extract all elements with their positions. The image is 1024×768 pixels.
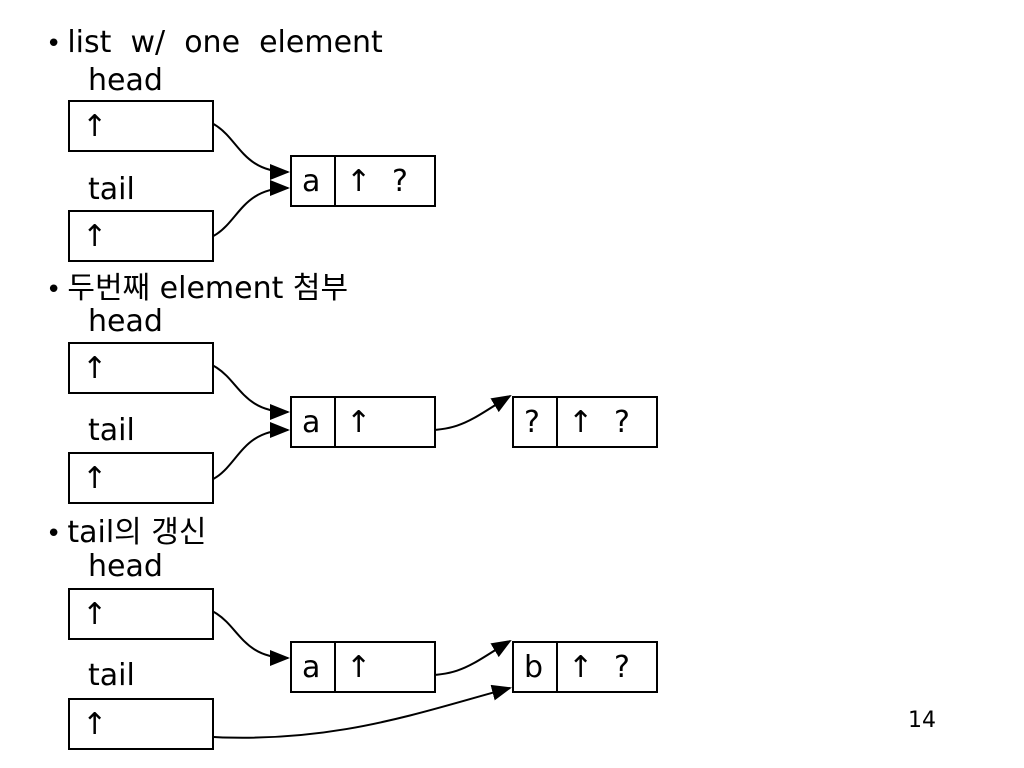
node-next: ? [392, 163, 408, 199]
node-data: ? [524, 404, 540, 440]
tail-pointer-box: ↑ [68, 452, 214, 504]
node-divider [334, 643, 336, 691]
up-arrow-icon: ↑ [82, 109, 108, 144]
head-label: head [88, 63, 163, 98]
up-arrow-icon: ↑ [568, 649, 594, 685]
up-arrow-icon: ↑ [346, 649, 372, 685]
up-arrow-icon: ↑ [346, 404, 372, 440]
node-divider [556, 398, 558, 446]
node-divider [334, 157, 336, 205]
node-data: a [302, 649, 321, 685]
up-arrow-icon: ↑ [568, 404, 594, 440]
list-node: b ↑ ? [512, 641, 658, 693]
head-pointer-box: ↑ [68, 342, 214, 394]
tail-label: tail [88, 172, 135, 207]
node-data: a [302, 404, 321, 440]
list-node: a ↑ [290, 641, 436, 693]
bullet-1: •list w/ one element [46, 25, 383, 60]
bullet-dot: • [46, 519, 62, 549]
list-node: a ↑ ? [290, 155, 436, 207]
list-node: a ↑ [290, 396, 436, 448]
bullet-2: •두번째 element 첨부 [46, 271, 349, 306]
node-next: ? [614, 649, 630, 685]
head-label: head [88, 549, 163, 584]
up-arrow-icon: ↑ [82, 219, 108, 254]
tail-pointer-box: ↑ [68, 698, 214, 750]
up-arrow-icon: ↑ [82, 351, 108, 386]
tail-label: tail [88, 658, 135, 693]
up-arrow-icon: ↑ [346, 163, 372, 199]
head-label: head [88, 304, 163, 339]
head-pointer-box: ↑ [68, 588, 214, 640]
bullet-dot: • [46, 29, 62, 59]
node-divider [334, 398, 336, 446]
up-arrow-icon: ↑ [82, 707, 108, 742]
head-pointer-box: ↑ [68, 100, 214, 152]
bullet-3-text: tail의 갱신 [67, 515, 207, 550]
node-divider [556, 643, 558, 691]
up-arrow-icon: ↑ [82, 461, 108, 496]
bullet-3: •tail의 갱신 [46, 515, 207, 550]
bullet-dot: • [46, 275, 62, 305]
up-arrow-icon: ↑ [82, 597, 108, 632]
tail-pointer-box: ↑ [68, 210, 214, 262]
node-next: ? [614, 404, 630, 440]
page-number: 14 [908, 708, 936, 733]
node-data: a [302, 163, 321, 199]
tail-arrow-3 [195, 684, 512, 739]
node-data: b [524, 649, 544, 685]
list-node: ? ↑ ? [512, 396, 658, 448]
tail-label: tail [88, 413, 135, 448]
bullet-2-text: 두번째 element 첨부 [67, 271, 349, 306]
bullet-1-text: list w/ one element [67, 25, 383, 60]
